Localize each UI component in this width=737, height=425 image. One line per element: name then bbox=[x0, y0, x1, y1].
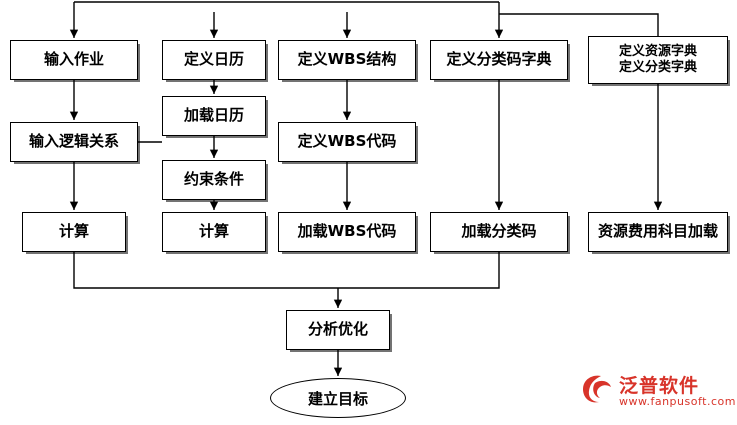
flow-node-load_calendar[interactable]: 加载日历 bbox=[162, 96, 266, 136]
flow-node-load_res_cost[interactable]: 资源费用科目加载 bbox=[588, 212, 728, 252]
watermark-brand: 泛普软件 bbox=[619, 375, 700, 397]
flow-node-def_wbs[interactable]: 定义WBS结构 bbox=[278, 40, 416, 80]
flow-node-analyze[interactable]: 分析优化 bbox=[286, 310, 390, 350]
watermark-domain: www.fanpusoft.com bbox=[619, 395, 736, 408]
flow-node-calc_mid[interactable]: 计算 bbox=[162, 212, 266, 252]
flow-node-load_wbs_code[interactable]: 加载WBS代码 bbox=[278, 212, 416, 252]
flow-node-input_logic[interactable]: 输入逻辑关系 bbox=[10, 122, 138, 162]
flow-node-def_calendar[interactable]: 定义日历 bbox=[162, 40, 266, 80]
brand-logo-icon bbox=[583, 375, 611, 403]
flow-node-def_code_dict[interactable]: 定义分类码字典 bbox=[430, 40, 568, 80]
flow-node-input_task[interactable]: 输入作业 bbox=[10, 40, 138, 80]
flow-node-def_wbs_code[interactable]: 定义WBS代码 bbox=[278, 122, 416, 162]
watermark: 泛普软件 www.fanpusoft.com bbox=[579, 369, 735, 417]
flow-node-def_res_dict[interactable]: 定义资源字典 定义分类字典 bbox=[588, 36, 728, 84]
flow-terminal-goal[interactable]: 建立目标 bbox=[270, 378, 406, 418]
flow-node-calc_left[interactable]: 计算 bbox=[22, 212, 126, 252]
flow-node-load_class_code[interactable]: 加载分类码 bbox=[430, 212, 568, 252]
flow-node-constraint[interactable]: 约束条件 bbox=[162, 160, 266, 200]
